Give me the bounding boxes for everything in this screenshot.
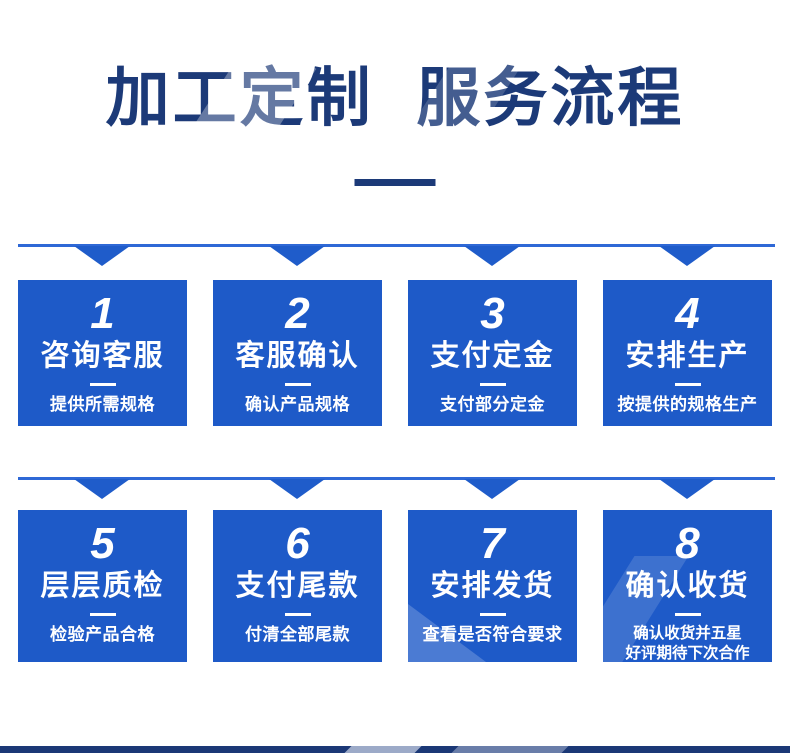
step-description: 付清全部尾款 bbox=[245, 624, 350, 644]
arrow-down-icon bbox=[659, 246, 715, 266]
flow-row-2: 5 层层质检 检验产品合格 6 支付尾款 付清全部尾款 7 安排发货 查看是否符… bbox=[18, 510, 772, 662]
flow-connector-line bbox=[18, 477, 775, 480]
flow-connector-line bbox=[18, 244, 775, 247]
step-box-6: 6 支付尾款 付清全部尾款 bbox=[213, 510, 382, 662]
arrow-down-icon bbox=[464, 479, 520, 499]
bar-watermark-shape bbox=[451, 746, 569, 753]
bar-watermark-shape bbox=[344, 746, 422, 753]
step-number: 3 bbox=[480, 289, 505, 338]
step-number: 6 bbox=[285, 519, 310, 568]
step-number: 2 bbox=[285, 289, 310, 338]
step-divider bbox=[479, 382, 506, 386]
arrow-down-icon bbox=[74, 479, 130, 499]
step-title: 安排发货 bbox=[430, 570, 555, 603]
arrow-down-icon bbox=[659, 479, 715, 499]
step-title: 客服确认 bbox=[235, 340, 360, 373]
step-title: 支付定金 bbox=[430, 340, 555, 373]
step-box-7: 7 安排发货 查看是否符合要求 bbox=[408, 510, 577, 662]
step-number: 5 bbox=[90, 519, 115, 568]
step-number: 8 bbox=[675, 519, 700, 568]
title-underline-dash bbox=[354, 179, 436, 186]
step-number: 1 bbox=[90, 289, 115, 338]
bottom-accent-bar bbox=[0, 746, 790, 753]
step-description: 查看是否符合要求 bbox=[422, 624, 563, 644]
step-divider bbox=[89, 382, 116, 386]
step-title: 层层质检 bbox=[40, 570, 165, 603]
step-divider bbox=[284, 612, 311, 616]
step-box-3: 3 支付定金 支付部分定金 bbox=[408, 280, 577, 426]
step-number: 7 bbox=[480, 519, 505, 568]
step-title: 确认收货 bbox=[625, 570, 750, 603]
step-description: 按提供的规格生产 bbox=[617, 394, 758, 414]
step-description: 确认收货并五星 好评期待下次合作 bbox=[625, 624, 750, 662]
step-description: 支付部分定金 bbox=[440, 394, 545, 414]
step-divider bbox=[284, 382, 311, 386]
step-box-4: 4 安排生产 按提供的规格生产 bbox=[603, 280, 772, 426]
step-divider bbox=[674, 382, 701, 386]
arrow-down-icon bbox=[74, 246, 130, 266]
step-divider bbox=[89, 612, 116, 616]
flow-row-1: 1 咨询客服 提供所需规格 2 客服确认 确认产品规格 3 支付定金 支付部分定… bbox=[18, 280, 772, 426]
step-box-5: 5 层层质检 检验产品合格 bbox=[18, 510, 187, 662]
arrow-down-icon bbox=[464, 246, 520, 266]
step-divider bbox=[479, 612, 506, 616]
page-title: 加工定制 服务流程 bbox=[105, 62, 685, 134]
step-box-1: 1 咨询客服 提供所需规格 bbox=[18, 280, 187, 426]
step-box-8: 8 确认收货 确认收货并五星 好评期待下次合作 bbox=[603, 510, 772, 662]
step-description: 提供所需规格 bbox=[50, 394, 155, 414]
step-description: 检验产品合格 bbox=[50, 624, 155, 644]
step-box-2: 2 客服确认 确认产品规格 bbox=[213, 280, 382, 426]
step-title: 咨询客服 bbox=[40, 340, 165, 373]
arrow-down-icon bbox=[269, 479, 325, 499]
step-title: 支付尾款 bbox=[235, 570, 360, 603]
step-description: 确认产品规格 bbox=[245, 394, 350, 414]
arrow-down-icon bbox=[269, 246, 325, 266]
step-title: 安排生产 bbox=[625, 340, 750, 373]
step-number: 4 bbox=[675, 289, 700, 338]
step-divider bbox=[674, 612, 701, 616]
